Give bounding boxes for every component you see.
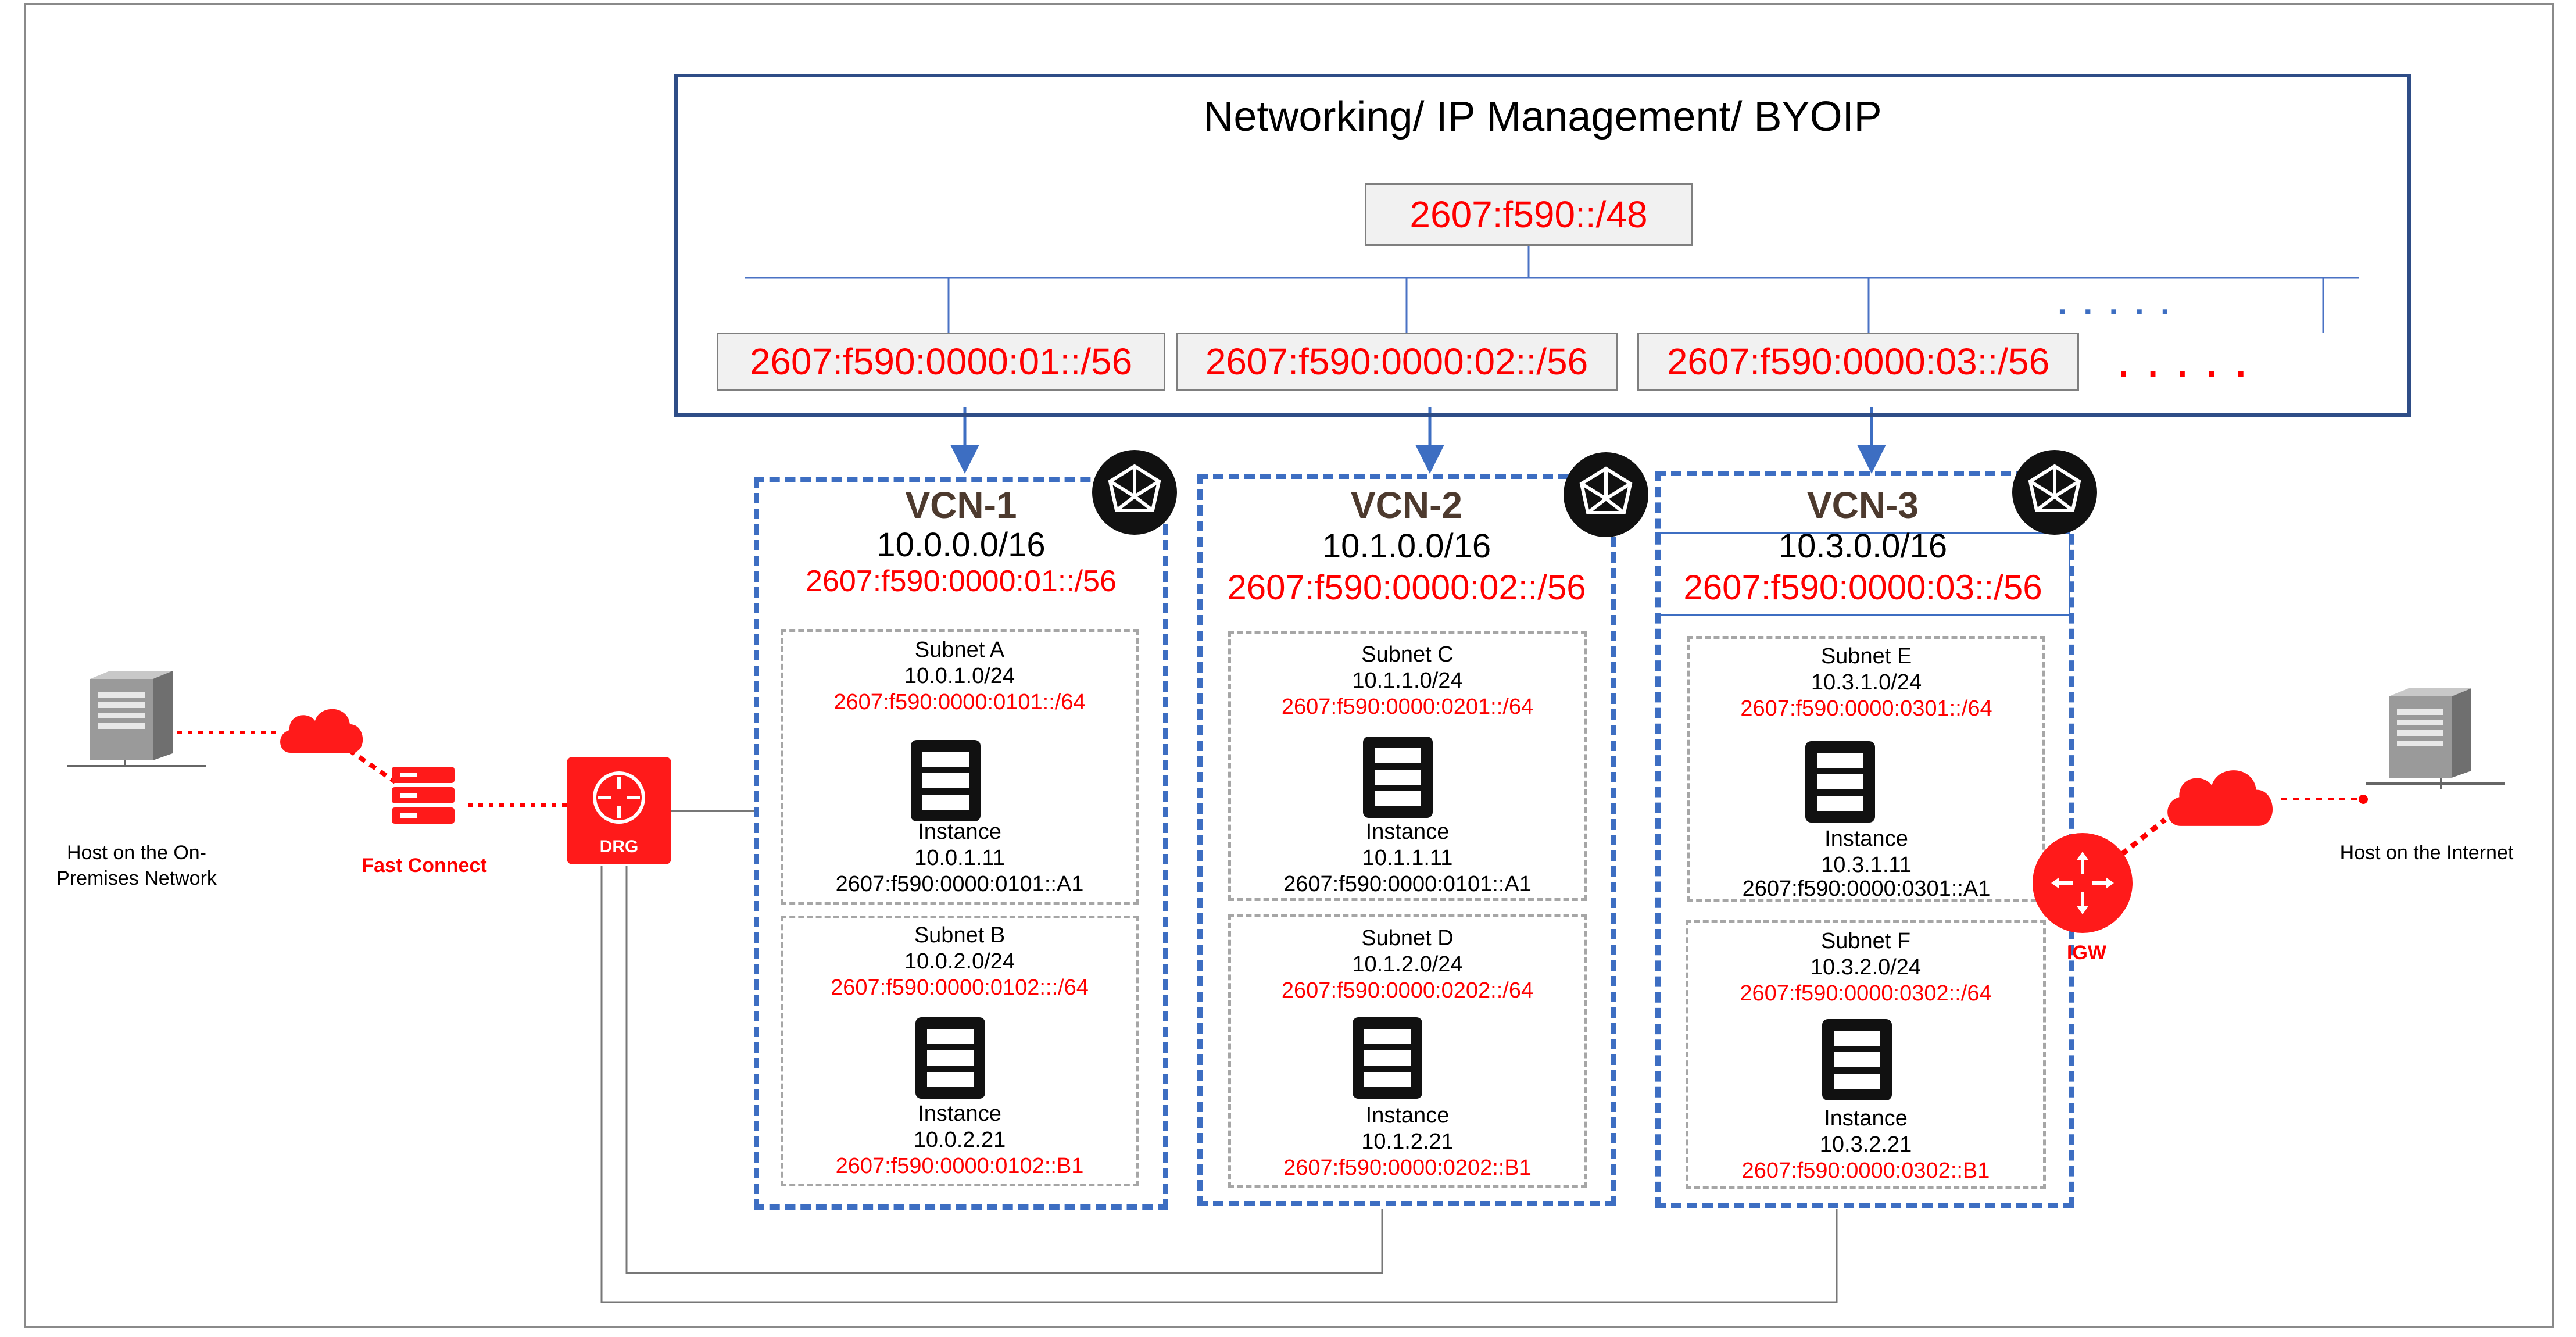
instance-b-ipv6: 2607:f590:0000:0102::B1 xyxy=(835,1154,1084,1178)
subnet-f xyxy=(1686,920,2046,1189)
child-prefix-box-1: 2607:f590:0000:01::/56 xyxy=(717,333,1165,391)
subnet-d xyxy=(1228,914,1587,1188)
vcn-1-cidr: 10.0.0.0/16 xyxy=(876,526,1046,564)
instance-a-ipv6: 2607:f590:0000:0101::A1 xyxy=(835,872,1084,896)
subnet-e xyxy=(1687,636,2045,902)
more-prefixes-red: . . . . . xyxy=(2119,345,2251,385)
link-drg-vcn2 xyxy=(625,866,1383,1274)
instance-icon xyxy=(1363,737,1433,818)
vcn-1-container xyxy=(754,477,1168,1210)
subnet-e-cidr: 10.3.1.0/24 xyxy=(1811,670,1922,695)
instance-f-ip: 10.3.2.21 xyxy=(1819,1132,1912,1157)
vcn-network-icon xyxy=(2012,450,2097,535)
instance-icon xyxy=(1805,741,1875,823)
subnet-f-name: Subnet F xyxy=(1820,929,1911,953)
link-endpoint-dot xyxy=(2359,795,2368,804)
instance-f-ipv6: 2607:f590:0000:0302::B1 xyxy=(1741,1159,1990,1183)
vcn-2-cidr: 10.1.0.0/16 xyxy=(1322,527,1491,565)
vcn-3-header-box xyxy=(1655,532,2070,616)
instance-b-ip: 10.0.2.21 xyxy=(913,1128,1006,1152)
subnet-f-cidr: 10.3.2.0/24 xyxy=(1810,955,1922,979)
internet-host-label: Host on the Internet xyxy=(2339,842,2514,864)
more-prefixes-blue: . . . . . xyxy=(2058,284,2174,322)
server-host-icon xyxy=(2366,688,2505,789)
link-cloud-fastconnect xyxy=(347,748,397,784)
instance-c-ip: 10.1.1.11 xyxy=(1362,846,1453,870)
subnet-a-name: Subnet A xyxy=(914,638,1005,662)
igw-router-icon xyxy=(2033,833,2133,933)
subnet-c xyxy=(1228,631,1587,901)
subnet-a-ipv6: 2607:f590:0000:0101::/64 xyxy=(833,690,1086,714)
subnet-b-ipv6: 2607:f590:0000:0102:::/64 xyxy=(831,975,1089,1000)
instance-icon xyxy=(915,1017,985,1099)
drg-router-icon xyxy=(567,757,671,864)
root-prefix-box: 2607:f590::/48 xyxy=(1365,183,1693,246)
byoip-panel xyxy=(674,74,2411,417)
igw-label: IGW xyxy=(2067,942,2106,964)
subnet-c-name: Subnet C xyxy=(1361,642,1454,667)
subnet-b xyxy=(781,916,1139,1186)
onprem-host-label: Host on the On-Premises Network xyxy=(56,842,217,889)
link-drg-vcn3 xyxy=(600,866,1838,1303)
subnet-d-name: Subnet D xyxy=(1361,926,1454,950)
instance-e-label: Instance xyxy=(1824,827,1908,851)
vcn-network-icon xyxy=(1092,450,1177,535)
fastconnect-icon xyxy=(392,767,455,824)
vcn-2-container xyxy=(1197,474,1616,1206)
vcn-3-name: VCN-3 xyxy=(1806,484,1919,526)
subnet-d-cidr: 10.1.2.0/24 xyxy=(1352,952,1463,977)
subnet-f-ipv6: 2607:f590:0000:0302::/64 xyxy=(1740,981,1992,1006)
child-prefix-box-3: 2607:f590:0000:03::/56 xyxy=(1637,333,2079,391)
subnet-b-cidr: 10.0.2.0/24 xyxy=(904,949,1015,974)
vcn-1-ipv6: 2607:f590:0000:01::/56 xyxy=(806,564,1117,598)
instance-d-ipv6: 2607:f590:0000:0202::B1 xyxy=(1283,1156,1532,1180)
subnet-c-ipv6: 2607:f590:0000:0201::/64 xyxy=(1281,695,1534,719)
instance-d-label: Instance xyxy=(1365,1103,1450,1128)
instance-c-ipv6: 2607:f590:0000:0101::A1 xyxy=(1283,872,1532,896)
instance-e-ip: 10.3.1.11 xyxy=(1821,853,1912,877)
fastconnect-label: Fast Connect xyxy=(362,855,487,877)
instance-icon xyxy=(911,740,981,821)
vcn-network-icon xyxy=(1564,452,1648,537)
instance-icon xyxy=(1822,1019,1892,1100)
vcn-3-cidr: 10.3.0.0/16 xyxy=(1778,527,1948,565)
instance-a-ip: 10.0.1.11 xyxy=(914,846,1005,870)
vcn-1-name: VCN-1 xyxy=(905,484,1017,526)
drg-label: DRG xyxy=(599,837,639,856)
link-igw-cloud xyxy=(2120,817,2167,857)
subnet-d-ipv6: 2607:f590:0000:0202::/64 xyxy=(1281,978,1534,1003)
cloud-icon xyxy=(280,709,363,753)
instance-f-label: Instance xyxy=(1824,1106,1908,1131)
subnet-a xyxy=(781,629,1139,905)
subnet-a-cidr: 10.0.1.0/24 xyxy=(904,664,1015,688)
diagram-frame xyxy=(24,3,2554,1328)
subnet-e-name: Subnet E xyxy=(1820,644,1912,668)
vcn-2-ipv6: 2607:f590:0000:02::/56 xyxy=(1227,568,1586,607)
byoip-title: Networking/ IP Management/ BYOIP xyxy=(1203,94,1882,140)
server-host-icon xyxy=(67,671,206,767)
instance-a-label: Instance xyxy=(918,820,1001,844)
instance-d-ip: 10.1.2.21 xyxy=(1361,1129,1454,1154)
child-prefix-box-2: 2607:f590:0000:02::/56 xyxy=(1176,333,1618,391)
instance-c-label: Instance xyxy=(1365,820,1450,844)
vcn-3-ipv6: 2607:f590:0000:03::/56 xyxy=(1683,568,2042,607)
instance-b-label: Instance xyxy=(918,1102,1001,1126)
instance-icon xyxy=(1353,1017,1422,1099)
instance-e-ipv6: 2607:f590:0000:0301::A1 xyxy=(1742,877,1991,901)
vcn-2-name: VCN-2 xyxy=(1350,484,1463,526)
cloud-icon xyxy=(2167,770,2273,826)
subnet-c-cidr: 10.1.1.0/24 xyxy=(1352,668,1463,693)
subnet-b-name: Subnet B xyxy=(914,923,1006,948)
subnet-e-ipv6: 2607:f590:0000:0301::/64 xyxy=(1740,696,1992,721)
